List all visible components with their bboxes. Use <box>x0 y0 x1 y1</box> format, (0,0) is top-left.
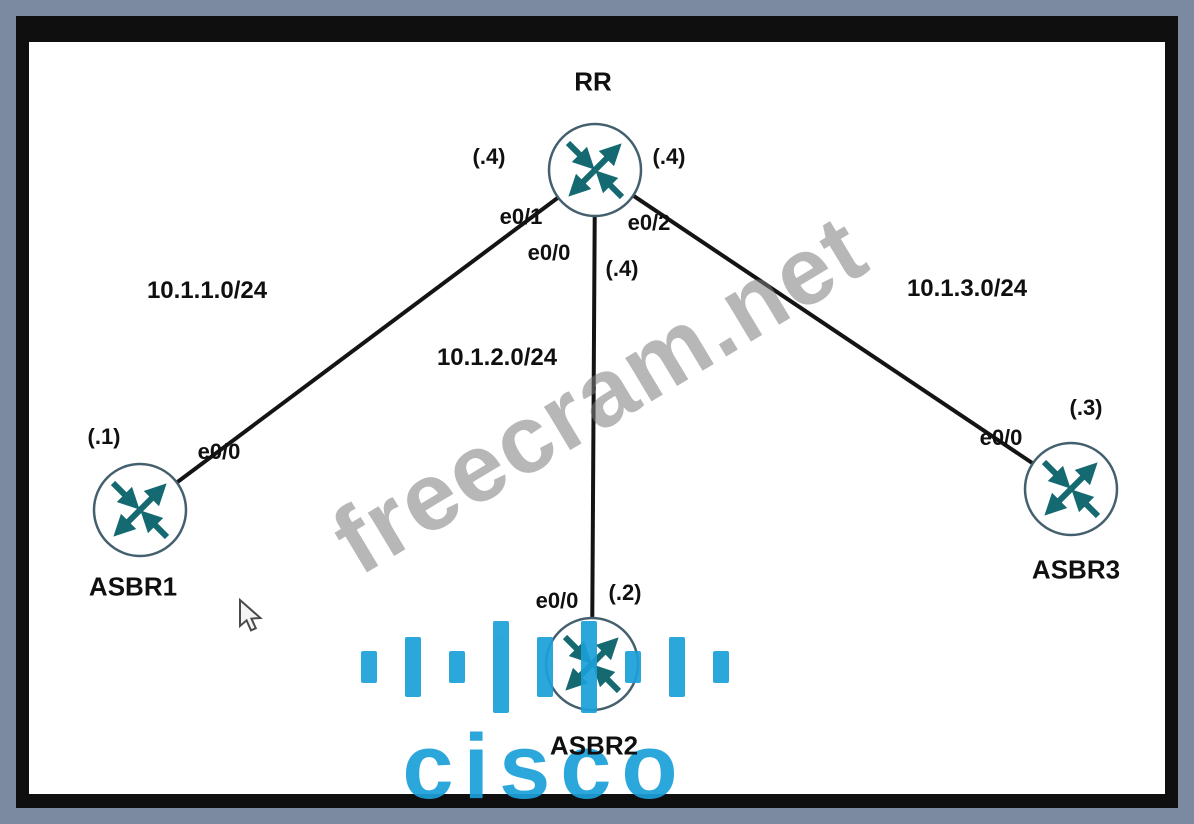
cisco-logo-text: cisco <box>402 716 688 818</box>
router-icon-asbr3 <box>1025 443 1117 535</box>
router-icon-rr <box>549 124 641 216</box>
link-line-rr-asbr2 <box>590 169 597 665</box>
link-line-rr-asbr1 <box>138 168 597 512</box>
mouse-cursor-icon <box>239 598 263 632</box>
router-icon-asbr1 <box>94 464 186 556</box>
cisco-logo: cisco <box>361 618 729 818</box>
link-line-rr-asbr3 <box>593 168 1073 491</box>
cisco-logo-bars-icon <box>361 618 729 716</box>
